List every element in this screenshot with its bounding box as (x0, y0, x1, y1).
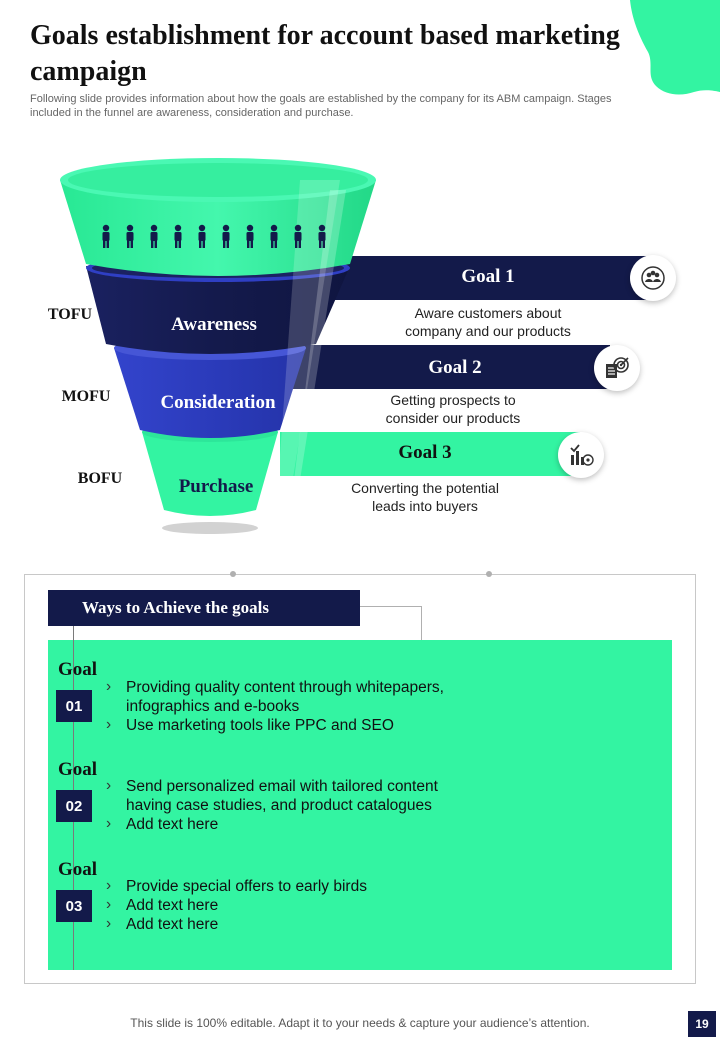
funnel-label-awareness: Awareness (171, 314, 257, 335)
goal-3-title: Goal 3 (398, 442, 452, 463)
ways-section-frame (24, 574, 696, 984)
ways-goal-2-bullet-1: Send personalized email with tailored co… (106, 776, 486, 815)
page-title: Goals establishment for account based ma… (30, 20, 620, 87)
funnel-label-purchase: Purchase (178, 476, 254, 497)
funnel-purchase-section (142, 432, 278, 516)
goal-3-icon-circle (558, 432, 604, 478)
funnel-graphic (60, 158, 376, 534)
ways-goal-1-number: 01 (56, 690, 92, 722)
goal-1-description-line-2: company and our products (405, 323, 571, 339)
goal-2-description-line-1: Getting prospects to (390, 392, 516, 408)
corner-splash-decoration (630, 0, 720, 95)
ways-goal-1-bullets: Providing quality content through whitep… (106, 677, 486, 735)
goal-3-description-line-2: leads into buyers (372, 498, 478, 514)
stage-label-tofu: TOFU (47, 306, 93, 323)
people-row-icon (102, 224, 326, 248)
ways-goal-1-bullet-1: Providing quality content through whitep… (106, 677, 486, 716)
ways-goal-2-number: 02 (56, 790, 92, 822)
goal-2-description-line-2: consider our products (385, 410, 521, 426)
chart-target-icon (570, 444, 594, 466)
ways-goal-3-bullet-1: Provide special offers to early birds (106, 876, 486, 896)
page-number: 19 (688, 1011, 716, 1037)
ways-header: Ways to Achieve the goals (48, 590, 360, 626)
goal-2-icon-circle (594, 345, 640, 391)
ways-goal-3-label: Goal (58, 859, 98, 880)
goal-2-bar (290, 345, 610, 389)
ways-goal-3-bullet-3: Add text here (106, 914, 486, 934)
footer-note: This slide is 100% editable. Adapt it to… (130, 1016, 590, 1030)
funnel-label-consideration: Consideration (160, 392, 276, 413)
goal-1-description-line-1: Aware customers about (414, 305, 562, 321)
goal-3-description-line-1: Converting the potential (351, 480, 499, 496)
goal-2-title: Goal 2 (428, 357, 482, 378)
stage-label-mofu: MOFU (61, 388, 111, 405)
ways-goal-2-bullets: Send personalized email with tailored co… (106, 776, 486, 834)
goal-1-title: Goal 1 (461, 266, 515, 287)
stage-label-bofu: BOFU (77, 470, 123, 487)
funnel-top-section (60, 180, 376, 276)
ways-goal-2-bullet-2: Add text here (106, 814, 486, 834)
ways-goal-1-bullet-2: Use marketing tools like PPC and SEO (106, 715, 486, 735)
goal-3-bar (280, 432, 580, 476)
ways-goal-1-label: Goal (58, 659, 98, 680)
goal-1-icon-circle (630, 255, 676, 301)
people-network-icon (641, 266, 665, 290)
ways-goal-3-number: 03 (56, 890, 92, 922)
goal-3-description: Converting the potential leads into buye… (312, 479, 538, 515)
goal-1-bar (300, 256, 652, 300)
ways-goal-3-bullet-2: Add text here (106, 895, 486, 915)
ways-goal-3-bullets: Provide special offers to early birds Ad… (106, 876, 486, 934)
funnel-shadow (162, 522, 258, 534)
page-subtitle: Following slide provides information abo… (30, 93, 612, 119)
header-connector-line (360, 606, 422, 640)
funnel-awareness-section (86, 266, 350, 354)
frame-dot-right (486, 571, 492, 577)
funnel-consideration-section (114, 348, 306, 438)
goal-1-description: Aware customers about company and our pr… (370, 304, 606, 340)
target-checklist-icon (606, 357, 629, 378)
ways-goal-2-label: Goal (58, 759, 98, 780)
frame-dot-left (230, 571, 236, 577)
goal-2-description: Getting prospects to consider our produc… (340, 391, 566, 427)
